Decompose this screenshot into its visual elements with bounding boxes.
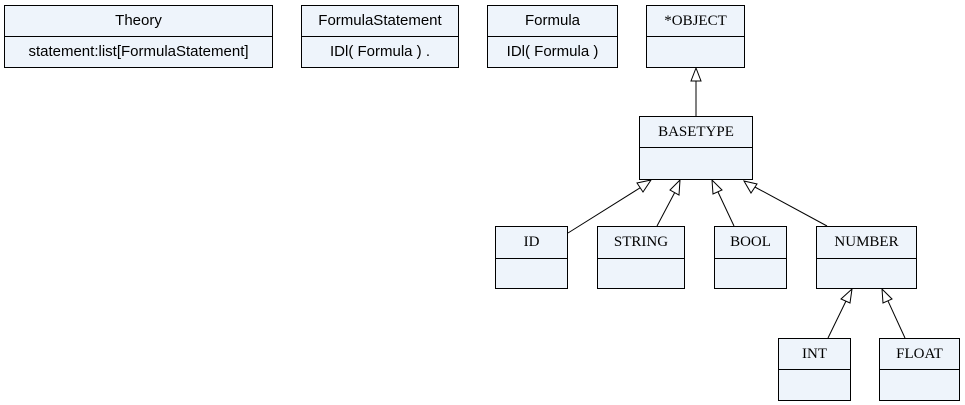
edge-basetype-object xyxy=(690,66,702,116)
class-name: *OBJECT xyxy=(647,6,744,37)
class-attribute: statement:list[FormulaStatement] xyxy=(28,43,249,60)
class-attribute: IDl( Formula ) . xyxy=(329,43,430,60)
edge-number-basetype xyxy=(742,180,828,227)
class-bool[interactable]: BOOL xyxy=(714,226,787,289)
class-number[interactable]: NUMBER xyxy=(816,226,917,289)
edge-float-number xyxy=(881,287,906,339)
class-name: NUMBER xyxy=(817,227,916,259)
inheritance-arrowhead xyxy=(881,287,893,304)
class-name: FLOAT xyxy=(880,339,959,370)
class-name: Theory xyxy=(5,6,272,37)
class-object[interactable]: *OBJECT xyxy=(646,5,745,68)
class-name: STRING xyxy=(598,227,684,259)
class-string[interactable]: STRING xyxy=(597,226,685,289)
class-int[interactable]: INT xyxy=(778,338,851,401)
class-name: FormulaStatement xyxy=(302,6,458,37)
class-float[interactable]: FLOAT xyxy=(879,338,960,401)
class-name: INT xyxy=(779,339,850,370)
class-name: BOOL xyxy=(715,227,786,259)
inheritance-arrowhead xyxy=(690,66,702,82)
class-basetype[interactable]: BASETYPE xyxy=(639,116,753,180)
inheritance-arrowhead xyxy=(711,178,723,195)
edge-id-basetype xyxy=(567,179,653,234)
class-theory[interactable]: Theory statement:list[FormulaStatement] xyxy=(4,5,273,68)
edge-string-basetype xyxy=(656,178,681,227)
inheritance-arrowhead xyxy=(742,180,758,194)
class-formula[interactable]: Formula IDl( Formula ) xyxy=(487,5,618,68)
class-name: Formula xyxy=(488,6,617,37)
edge-int-number xyxy=(827,287,853,339)
inheritance-arrowhead xyxy=(669,178,681,196)
inheritance-arrowhead xyxy=(840,287,853,304)
class-formula-statement[interactable]: FormulaStatement IDl( Formula ) . xyxy=(301,5,459,68)
class-name: ID xyxy=(496,227,567,259)
edge-bool-basetype xyxy=(711,178,735,227)
class-id[interactable]: ID xyxy=(495,226,568,289)
class-name: BASETYPE xyxy=(640,117,752,148)
inheritance-arrowhead xyxy=(636,179,653,193)
class-attribute: IDl( Formula ) xyxy=(506,43,599,60)
